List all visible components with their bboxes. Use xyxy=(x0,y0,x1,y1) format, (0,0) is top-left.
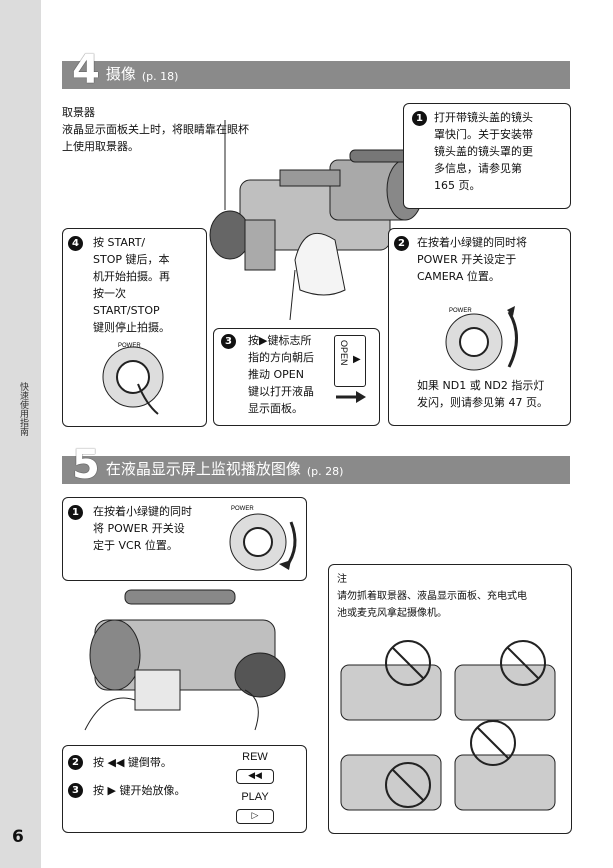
section-5-title: 在液晶显示屏上监视播放图像 xyxy=(105,460,301,478)
viewfinder-title: 取景器 xyxy=(62,106,95,119)
s5-step-2-number: 2 xyxy=(68,755,83,770)
step-3-line-1: 按▶键标志所 xyxy=(248,334,312,347)
open-button-illustration: OPEN ▶ xyxy=(334,335,366,387)
play-label: PLAY xyxy=(241,791,269,803)
step-4-number: 4 xyxy=(68,236,83,251)
section-4-step-3-box: 3 按▶键标志所 指的方向朝后 推动 OPEN 键以打开液晶 显示面板。 OPE… xyxy=(213,328,380,426)
step-1-line-1: 打开带镜头盖的镜头 xyxy=(434,111,533,124)
play-button-group: PLAY ▷ xyxy=(236,791,274,824)
section-4-step-1-box: 1 打开带镜头盖的镜头 罩快门。关于安装带 镜头盖的镜头罩的更 多信息，请参见第… xyxy=(403,103,571,209)
power-switch-vcr-illustration: POWER xyxy=(229,506,297,571)
play-arrow-icon: ▶ xyxy=(353,354,361,365)
section-5-step-1-box: 1 在按着小绿键的同时 将 POWER 开关设 定于 VCR 位置。 POWER xyxy=(62,497,307,581)
prohibited-handling-illustrations xyxy=(340,640,556,811)
step-1-line-5: 165 页。 xyxy=(434,179,481,192)
prohibited-viewfinder-icon xyxy=(340,640,442,721)
section-5-header: 5 在液晶显示屏上监视播放图像 (p. 28) xyxy=(62,445,570,485)
note-box: 注 请勿抓着取景器、液晶显示面板、充电式电 池或麦克风拿起摄像机。 xyxy=(328,564,572,834)
step-4-line-3: 机开始拍摄。再 xyxy=(93,270,170,283)
sidebar: 快速使用指南 6 xyxy=(0,0,41,868)
s5-step-1-line-2: 将 POWER 开关设 xyxy=(93,522,185,535)
step-4-line-4: 按一次 xyxy=(93,287,126,300)
play-icon: ▷ xyxy=(236,809,274,824)
prohibited-lcd-panel-icon xyxy=(454,640,556,721)
note-title: 注 xyxy=(337,574,347,585)
s5-step-1-line-1: 在按着小绿键的同时 xyxy=(93,505,192,518)
step-1-line-2: 罩快门。关于安装带 xyxy=(434,128,533,141)
open-label: OPEN xyxy=(339,340,349,366)
sidebar-label: 快速使用指南 xyxy=(18,382,28,436)
section-4-header: 4 摄像 (p. 18) xyxy=(62,50,570,90)
s5-step-2-text: 按 ◀◀ 键倒带。 xyxy=(93,756,172,769)
rewind-icon: ◀◀ xyxy=(236,769,274,784)
prohibited-microphone-icon xyxy=(454,720,556,811)
step-4-line-6: 键则停止拍摄。 xyxy=(93,321,170,334)
right-arrow-icon xyxy=(336,391,366,403)
step-3-line-2: 指的方向朝后 xyxy=(248,351,314,364)
prohibited-battery-icon xyxy=(340,754,442,811)
step-2-note-line-2: 发闪，则请参见第 47 页。 xyxy=(417,396,548,409)
step-2-note-line-1: 如果 ND1 或 ND2 指示灯 xyxy=(417,379,545,392)
note-line-1: 请勿抓着取景器、液晶显示面板、充电式电 xyxy=(337,591,527,602)
note-line-2: 池或麦克风拿起摄像机。 xyxy=(337,608,447,619)
page-number: 6 xyxy=(12,827,24,847)
section-4-number: 4 xyxy=(72,47,100,93)
s5-step-3-text: 按 ▶ 键开始放像。 xyxy=(93,784,186,797)
step-3-line-5: 显示面板。 xyxy=(248,402,303,415)
rew-button-group: REW ◀◀ xyxy=(236,751,274,784)
power-label-step2: POWER xyxy=(449,308,472,314)
rew-label: REW xyxy=(242,751,268,763)
viewfinder-text-2: 上使用取景器。 xyxy=(62,140,139,153)
section-5-page-ref: (p. 28) xyxy=(306,465,344,478)
section-4-page-ref: (p. 18) xyxy=(141,70,179,83)
step-4-line-2: STOP 键后，本 xyxy=(93,253,170,266)
step-1-number: 1 xyxy=(412,111,427,126)
s5-step-1-number: 1 xyxy=(68,505,83,520)
start-stop-dial-illustration: POWER xyxy=(102,343,164,415)
power-label-s5: POWER xyxy=(231,506,254,512)
step-1-line-3: 镜头盖的镜头罩的更 xyxy=(434,145,533,158)
step-4-line-5: START/STOP xyxy=(93,304,160,317)
section-4-step-4-box: 4 按 START/ STOP 键后，本 机开始拍摄。再 按一次 START/S… xyxy=(62,228,207,427)
step-2-number: 2 xyxy=(394,236,409,251)
step-3-line-4: 键以打开液晶 xyxy=(248,385,314,398)
step-2-line-2: POWER 开关设定于 xyxy=(417,253,517,266)
viewfinder-text-1: 液晶显示面板关上时，将眼睛靠在眼杯 xyxy=(62,123,249,136)
step-2-line-1: 在按着小绿键的同时将 xyxy=(417,236,527,249)
power-label-step4: POWER xyxy=(118,343,141,349)
section-5-number: 5 xyxy=(72,442,100,488)
section-4-title: 摄像 xyxy=(105,65,136,83)
viewfinder-block: 取景器 液晶显示面板关上时，将眼睛靠在眼杯 上使用取景器。 xyxy=(62,104,249,155)
power-switch-camera-illustration: POWER xyxy=(445,306,518,371)
step-4-line-1: 按 START/ xyxy=(93,236,146,249)
step-1-line-4: 多信息，请参见第 xyxy=(434,162,522,175)
step-2-line-3: CAMERA 位置。 xyxy=(417,270,500,283)
s5-step-3-number: 3 xyxy=(68,783,83,798)
s5-step-1-line-3: 定于 VCR 位置。 xyxy=(93,539,178,552)
camera-illustration-playback xyxy=(84,589,286,731)
section-5-steps-2-3-box: 2 按 ◀◀ 键倒带。 3 按 ▶ 键开始放像。 REW ◀◀ PLAY ▷ xyxy=(62,745,307,833)
section-4-step-2-box: 2 在按着小绿键的同时将 POWER 开关设定于 CAMERA 位置。 POWE… xyxy=(388,228,571,426)
step-3-number: 3 xyxy=(221,334,236,349)
step-3-line-3: 推动 OPEN xyxy=(248,368,304,381)
